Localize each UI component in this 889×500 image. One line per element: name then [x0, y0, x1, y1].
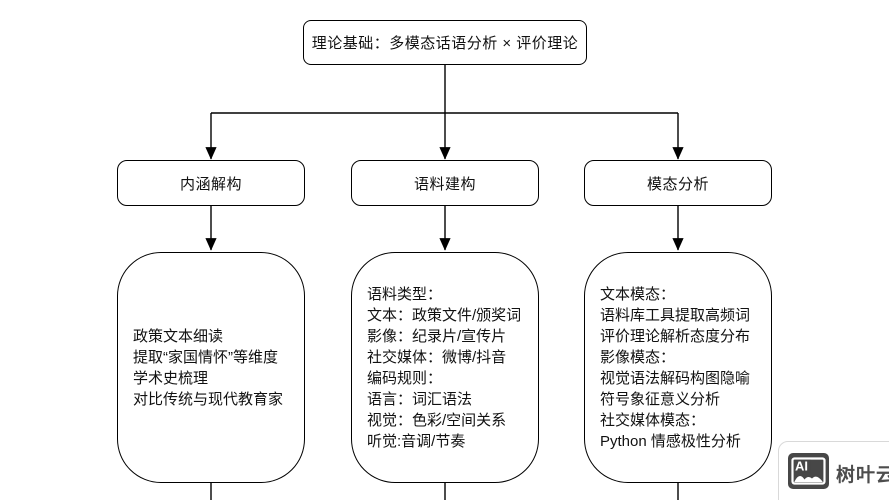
root-node-label: 理论基础：多模态话语分析 × 评价理论	[311, 35, 579, 52]
ai-image-logo-icon: AI	[788, 453, 829, 489]
branch-node-2-label: 语料建构	[413, 175, 476, 193]
detail-node-3-text: 文本模态： 语料库工具提取高频词 评价理论解析态度分布 影像模态： 视觉语法解码…	[600, 285, 751, 450]
detail-node-1-text: 政策文本细读 提取“家国情怀”等维度 学术史梳理 对比传统与现代教育家	[133, 327, 284, 408]
branch-node-2: 语料建构	[351, 160, 539, 206]
root-node: 理论基础：多模态话语分析 × 评价理论	[303, 20, 587, 65]
watermark-card: AI 树叶云	[778, 441, 889, 500]
branch-node-1: 内涵解构	[117, 160, 305, 206]
branch-node-3: 模态分析	[584, 160, 772, 206]
watermark-brand-text: 树叶云	[836, 465, 889, 486]
mountain-shape	[794, 475, 823, 482]
detail-node-2-text: 语料类型： 文本：政策文件/颁奖词 影像：纪录片/宣传片 社交媒体：微博/抖音 …	[367, 285, 522, 450]
ai-logo-text: AI	[795, 459, 808, 474]
detail-node-3: 文本模态： 语料库工具提取高频词 评价理论解析态度分布 影像模态： 视觉语法解码…	[584, 252, 772, 483]
branch-node-3-label: 模态分析	[646, 175, 709, 193]
branch-node-1-label: 内涵解构	[179, 175, 242, 193]
detail-node-2: 语料类型： 文本：政策文件/颁奖词 影像：纪录片/宣传片 社交媒体：微博/抖音 …	[351, 252, 539, 483]
detail-node-1: 政策文本细读 提取“家国情怀”等维度 学术史梳理 对比传统与现代教育家	[117, 252, 305, 483]
